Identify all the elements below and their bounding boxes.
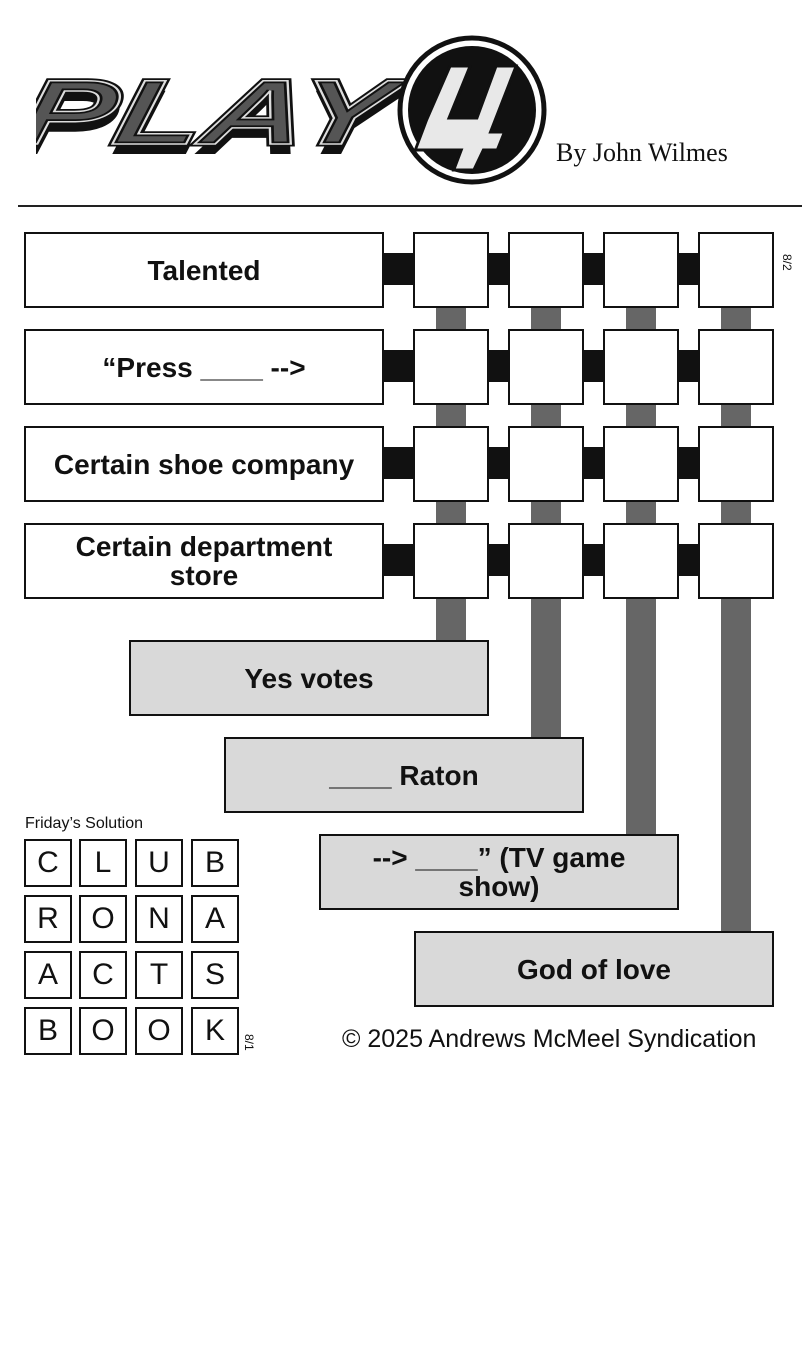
solution-cell: A [24,951,72,999]
answer-cell-r4c4[interactable] [698,523,774,599]
solution-cell: C [24,839,72,887]
solution-cell: L [79,839,127,887]
solution-cell: S [191,951,239,999]
answer-cell-r2c3[interactable] [603,329,679,405]
solution-title: Friday’s Solution [25,815,143,832]
header-divider [18,205,802,207]
across-clue-1: Talented [24,232,384,308]
solution-cell: A [191,895,239,943]
answer-cell-r2c2[interactable] [508,329,584,405]
logo-text: PLAY [36,61,416,164]
solution-cell: T [135,951,183,999]
answer-cell-r4c1[interactable] [413,523,489,599]
solution-cell: O [135,1007,183,1055]
logo-number-4 [413,64,519,172]
answer-cell-r1c3[interactable] [603,232,679,308]
answer-cell-r3c3[interactable] [603,426,679,502]
puzzle-date: 8/2 [780,254,794,271]
across-clue-4: Certain department store [24,523,384,599]
down-clue-4: God of love [414,931,774,1007]
down-clue-1: Yes votes [129,640,489,716]
down-clue-2: ____ Raton [224,737,584,813]
solution-cell: B [191,839,239,887]
answer-cell-r2c4[interactable] [698,329,774,405]
answer-cell-r1c1[interactable] [413,232,489,308]
svg-text:PLAY: PLAY [36,61,416,164]
solution-cell: B [24,1007,72,1055]
answer-cell-r1c2[interactable] [508,232,584,308]
solution-cell: K [191,1007,239,1055]
solution-cell: O [79,895,127,943]
across-clue-2: “Press ____ --> [24,329,384,405]
play4-logo: PLAY PLAY PLAY [36,35,547,185]
copyright: © 2025 Andrews McMeel Syndication [342,1025,757,1053]
answer-cell-r1c4[interactable] [698,232,774,308]
byline: By John Wilmes [556,138,728,167]
solution-cell: O [79,1007,127,1055]
down-clue-3: --> ____” (TV game show) [319,834,679,910]
answer-cell-r2c1[interactable] [413,329,489,405]
solution-cell: U [135,839,183,887]
solution-cell: C [79,951,127,999]
answer-cell-r4c3[interactable] [603,523,679,599]
answer-cell-r3c2[interactable] [508,426,584,502]
answer-cell-r4c2[interactable] [508,523,584,599]
answer-cell-r3c4[interactable] [698,426,774,502]
down-connector-4 [721,305,751,934]
across-clue-3: Certain shoe company [24,426,384,502]
answer-cell-r3c1[interactable] [413,426,489,502]
solution-date: 8/1 [242,1034,256,1051]
solution-cell: R [24,895,72,943]
logo-text-shadow: PLAY [36,71,416,174]
solution-cell: N [135,895,183,943]
